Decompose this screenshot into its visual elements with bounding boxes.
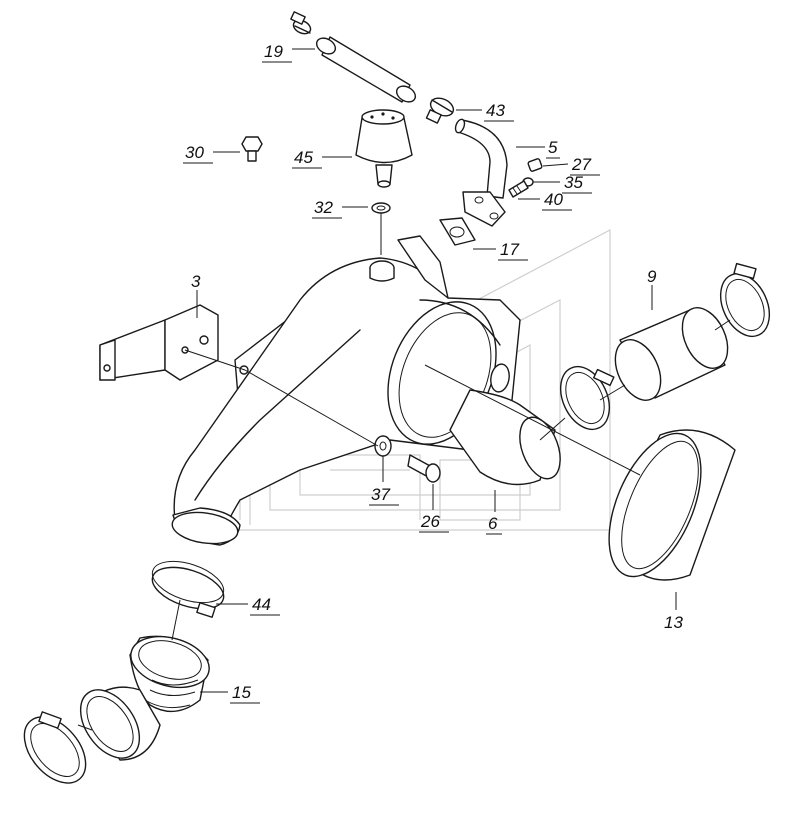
- part-30-bolt: [241, 136, 263, 162]
- svg-text:35: 35: [564, 173, 583, 192]
- label-35: 35: [562, 173, 592, 194]
- leader-lines: [196, 48, 677, 693]
- tube-flange: [462, 191, 506, 227]
- part-labels: 19 43 30 45 5 27 35 40 32 17 3 9 37 26 6…: [183, 42, 683, 704]
- svg-text:5: 5: [548, 138, 558, 157]
- label-44: 44: [250, 595, 280, 616]
- label-26: 26: [419, 512, 449, 533]
- label-40: 40: [542, 190, 572, 211]
- part-44-clamp: [151, 560, 225, 618]
- label-15: 15: [230, 683, 260, 704]
- part-43-clamp: [425, 97, 455, 124]
- part-3-bracket: [99, 304, 219, 381]
- label-13: 13: [664, 613, 683, 632]
- label-37: 37: [369, 485, 399, 506]
- part-27-nut: [527, 158, 543, 172]
- hose-clamp-bottom: [23, 711, 87, 784]
- label-32: 32: [312, 198, 342, 219]
- part-13-cover: [608, 429, 736, 581]
- part-19-clamp: [290, 11, 312, 35]
- label-5: 5: [546, 138, 560, 159]
- label-3: 3: [191, 272, 201, 291]
- svg-text:45: 45: [294, 148, 313, 167]
- part-26-bolt: [407, 454, 441, 483]
- label-9: 9: [647, 267, 657, 286]
- part-45-cap: [355, 109, 413, 188]
- svg-text:27: 27: [571, 155, 591, 174]
- part-9-clamp-left: [559, 365, 615, 431]
- svg-text:6: 6: [488, 514, 498, 533]
- part-9-clamp-right: [719, 262, 771, 338]
- svg-text:15: 15: [232, 683, 251, 702]
- svg-text:30: 30: [185, 143, 204, 162]
- part-5-bent-tube: [454, 118, 508, 199]
- part-6-elbow: [449, 363, 561, 486]
- label-45: 45: [292, 148, 322, 169]
- part-32-washer: [371, 202, 391, 214]
- label-30: 30: [183, 143, 213, 164]
- svg-text:37: 37: [371, 485, 390, 504]
- svg-text:3: 3: [191, 272, 201, 291]
- svg-text:13: 13: [664, 613, 683, 632]
- svg-text:19: 19: [264, 42, 283, 61]
- svg-text:40: 40: [544, 190, 563, 209]
- svg-text:43: 43: [486, 101, 505, 120]
- label-27: 27: [570, 155, 600, 176]
- part-9-sleeve: [614, 307, 729, 401]
- svg-text:32: 32: [314, 198, 333, 217]
- svg-text:17: 17: [500, 240, 519, 259]
- part-19-hose: [315, 36, 417, 103]
- svg-text:9: 9: [647, 267, 657, 286]
- svg-text:44: 44: [252, 595, 271, 614]
- label-6: 6: [486, 514, 502, 535]
- svg-text:26: 26: [420, 512, 440, 531]
- part-17-gasket: [439, 217, 476, 246]
- label-19: 19: [262, 42, 292, 63]
- part-15-elbow-hose: [79, 635, 210, 761]
- label-43: 43: [484, 101, 514, 122]
- label-17: 17: [498, 240, 528, 261]
- part-40-stud: [508, 180, 529, 198]
- assembly-lines: [77, 213, 731, 731]
